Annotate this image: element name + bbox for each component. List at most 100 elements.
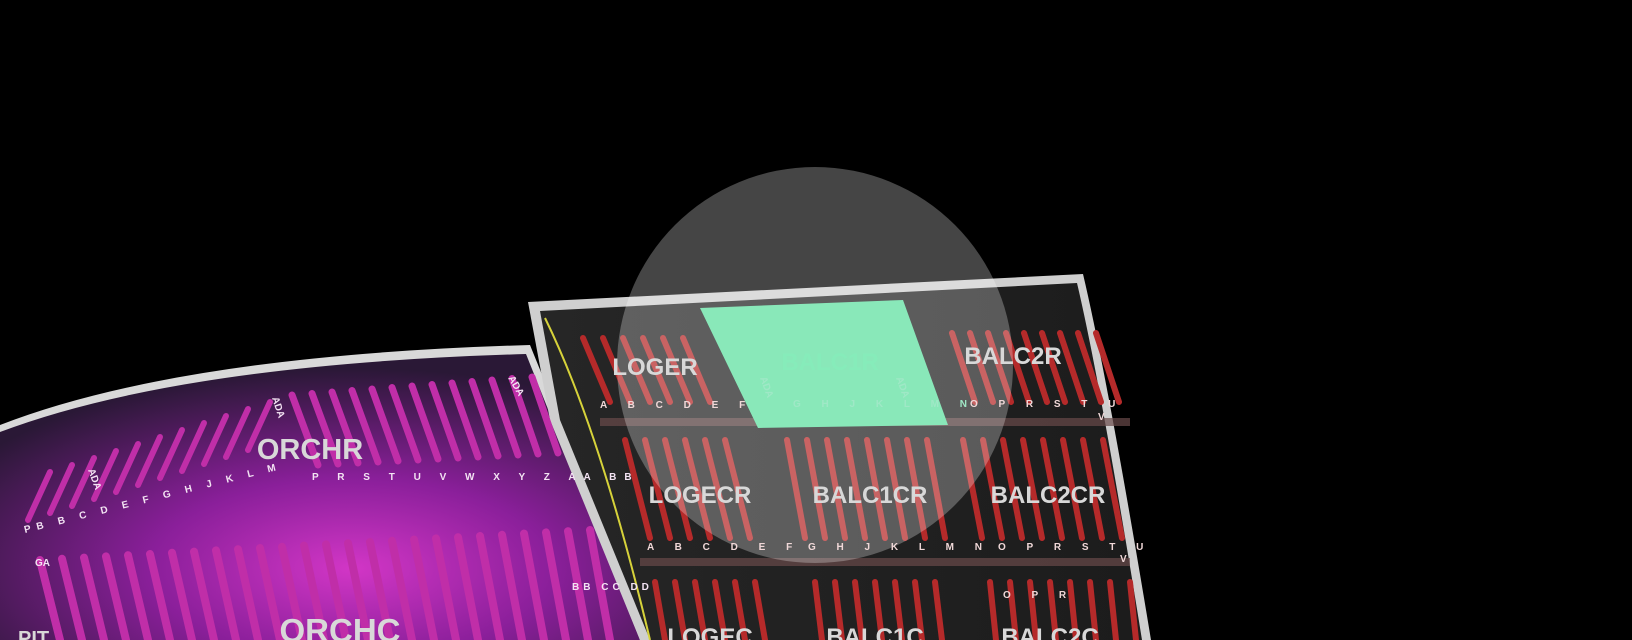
section-label-balc1c[interactable]: BALC1C [826,624,923,640]
seat-row [1020,437,1045,541]
seat-row [586,526,614,640]
section-balc1r-selected[interactable] [700,300,948,428]
seat-row [157,427,185,481]
row-label-balc2r-v: V [1098,412,1105,423]
seat-row [528,373,562,457]
row-label-ga: GA [35,558,50,569]
seat-row [1075,330,1104,405]
section-label-balc1r[interactable]: BALC1R [781,349,878,376]
row-labels-balc2cr: O P R S T U [998,542,1152,553]
seat-row [388,536,416,640]
seat-row [980,437,1005,541]
seat-row [256,544,284,640]
seat-row [564,527,592,640]
seat-row [622,437,653,541]
row-labels-orchr-upper: P R S T U V W X Y Z AA BB [312,472,640,483]
seat-row [520,529,548,640]
seat-row [852,579,865,640]
seat-row [348,387,382,466]
section-label-pit[interactable]: PIT [18,628,49,640]
seat-row [1039,330,1068,405]
seat-row [960,437,985,541]
seat-row [702,437,733,541]
section-labels: LOGER BALC1R BALC2R ORCHR LOGECR BALC1CR… [18,343,1105,640]
section-label-balc2c[interactable]: BALC2C [1001,624,1098,640]
section-label-orchc[interactable]: ORCHC [280,612,401,640]
row-labels-loger: A B C D E F [600,400,754,411]
balcony-rail [544,317,651,640]
seat-row [932,579,945,640]
section-label-balc2r[interactable]: BALC2R [964,343,1061,370]
seat-row [1107,579,1119,640]
seat-row [212,546,240,640]
section-label-logec[interactable]: LOGEC [667,624,752,640]
seat-row [322,540,350,640]
seat-row [300,541,328,640]
seat-row [1067,579,1079,640]
seat-row [844,437,868,541]
seat-row [190,547,218,640]
seat-row [124,551,152,640]
seat-row [904,437,928,541]
seat-row [864,437,888,541]
seat-row [682,437,713,541]
seat-row [784,437,808,541]
seat-row [752,579,768,640]
seat-row [1087,579,1099,640]
balcony-floor [540,283,1142,640]
row-labels-balc2c: O P R [1003,590,1075,601]
orchestra-floor [0,354,640,640]
seat-row [91,448,119,502]
aisle-2 [640,558,1130,566]
seat-row [987,579,999,640]
balcony-area [528,274,1151,640]
highlight-circle [617,167,1013,563]
seat-row [80,553,108,640]
seat-row [368,385,402,465]
seat-row [25,469,53,523]
seat-row [508,375,542,458]
section-label-balc2cr[interactable]: BALC2CR [991,482,1106,509]
seat-row [967,330,996,405]
seat-row [1127,579,1139,640]
seat-row [223,406,251,460]
seat-row [692,579,708,640]
seat-row [1040,437,1065,541]
section-label-orchr[interactable]: ORCHR [257,434,363,466]
seat-row [924,437,948,541]
seat-row [542,528,570,640]
seat-row [36,556,64,640]
row-labels-balc2r: O P R S T U [970,399,1124,410]
row-labels-orchc: BB CC DD [572,582,653,593]
seat-row [1047,579,1059,640]
seat-row [288,391,322,469]
seat-row [824,437,848,541]
seat-row [410,535,438,640]
seat-row [640,335,673,405]
seat-row [1060,437,1085,541]
seat-row [892,579,905,640]
seat-row [660,335,693,405]
seat-row [135,434,163,488]
seat-row [234,545,262,640]
seat-row [344,539,372,640]
row-labels-balc1r: G H J K L M N [793,399,976,410]
seat-row [69,455,97,509]
seat-row [47,462,75,516]
seat-row [488,376,522,459]
seat-row [498,530,526,640]
seat-row [388,384,422,464]
seat-row [328,388,362,467]
seat-row [366,538,394,640]
seat-row [432,534,460,640]
seat-row [642,437,673,541]
section-label-loger[interactable]: LOGER [612,354,697,381]
section-label-balc1cr[interactable]: BALC1CR [813,482,928,509]
seat-row [672,579,688,640]
seat-row [58,554,86,640]
seat-row [732,579,748,640]
section-label-logecr[interactable]: LOGECR [649,482,752,509]
seat-row [408,382,442,463]
seat-row [278,542,306,640]
